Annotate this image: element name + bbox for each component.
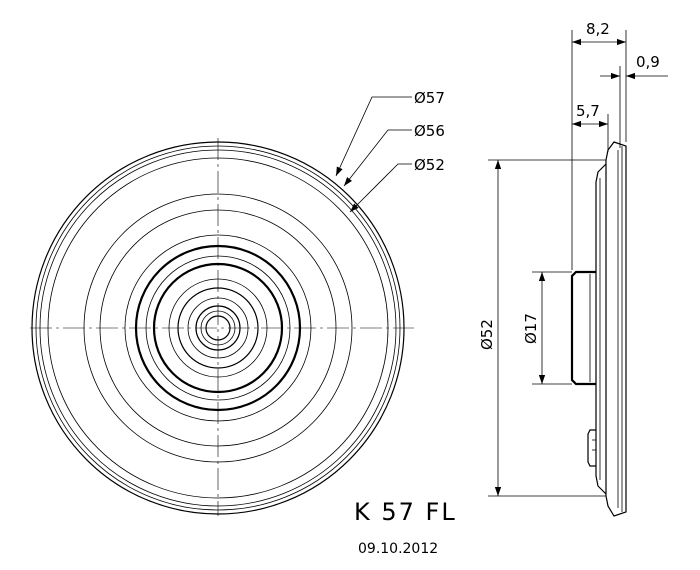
inner-circle-3: [145, 255, 291, 401]
model-title: K 57 FL: [354, 498, 457, 526]
rim-circle-3: [39, 149, 397, 507]
front-view: Ø57 Ø56 Ø52: [30, 89, 445, 516]
outer-rim-circle: [31, 141, 405, 515]
label-total-depth: 8,2: [586, 20, 610, 38]
label-diameter-57: Ø57: [414, 89, 445, 107]
rim-circle-4: [47, 157, 389, 499]
magnet-outer-circle: [134, 244, 302, 412]
rim-circle-2: [35, 145, 401, 511]
center-circle-3: [200, 310, 236, 346]
label-flange-thickness: 0,9: [636, 53, 660, 71]
label-diameter-52: Ø52: [414, 156, 445, 174]
leader-diameter-52: [349, 163, 412, 213]
label-height-diameter: Ø52: [478, 319, 496, 350]
cone-circle-2: [99, 209, 337, 447]
terminal-tab: [587, 429, 596, 467]
cone-body: [595, 163, 607, 495]
inner-circle-1: [124, 234, 312, 422]
label-diameter-56: Ø56: [414, 122, 445, 140]
cone-circle-1: [83, 193, 353, 463]
center-circle-4: [205, 315, 231, 341]
magnet-body: [570, 270, 596, 386]
center-circle-1: [187, 297, 249, 359]
leader-diameter-56: [343, 129, 412, 187]
label-magnet-depth: 5,7: [576, 102, 600, 120]
center-circle-2: [195, 305, 241, 351]
dust-cap-circle: [177, 287, 259, 369]
magnet-ring-circle: [152, 262, 284, 394]
inner-circle-5: [168, 278, 268, 378]
side-view: 8,2 0,9 5,7 Ø52 Ø17: [478, 20, 668, 517]
frame-outline: [605, 141, 627, 517]
drawing-date: 09.10.2012: [358, 541, 438, 557]
leader-diameter-57: [335, 96, 412, 177]
label-magnet-diameter: Ø17: [522, 313, 540, 344]
